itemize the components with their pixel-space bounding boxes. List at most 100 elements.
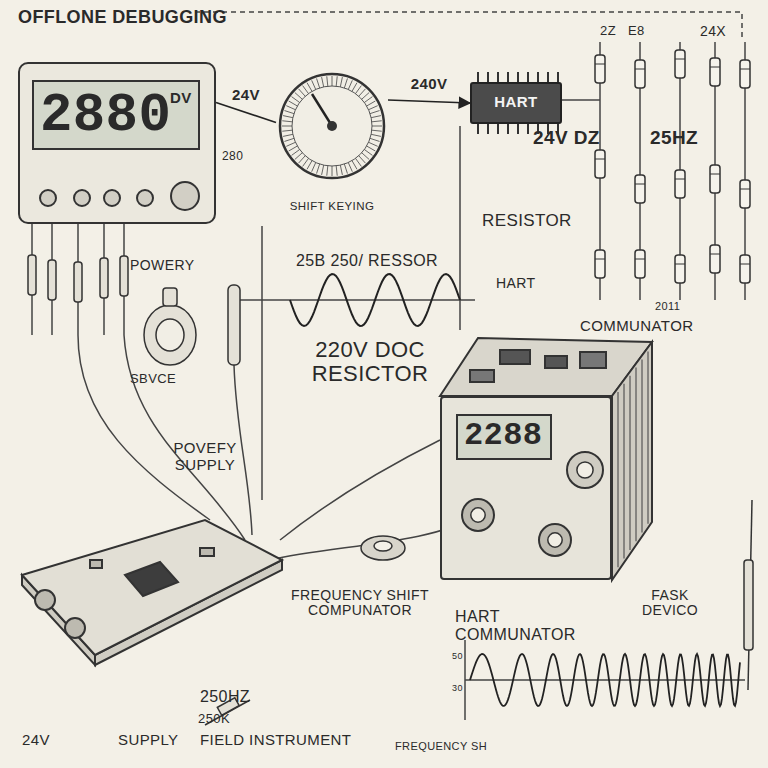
part-label: 280 — [222, 150, 262, 163]
gauge-tick — [364, 150, 372, 156]
part-label: RESISTOR — [482, 212, 602, 231]
gauge-tick — [372, 126, 382, 127]
gauge-tick — [299, 156, 306, 163]
gauge-dial: SHIFT KEYING — [276, 70, 388, 220]
hart-chip: HART — [470, 82, 562, 124]
resistor-symbol — [740, 60, 750, 88]
gauge-tick — [332, 76, 333, 86]
communicator-display: 2288 — [456, 414, 552, 460]
probe — [100, 258, 108, 298]
part-label: HART — [496, 276, 556, 291]
gauge-tick — [352, 161, 357, 170]
gauge-tick — [372, 121, 382, 122]
gauge-tick — [356, 86, 362, 94]
meter-button — [40, 190, 56, 206]
voltage-label: 24V — [216, 87, 276, 104]
hart-communicator: 2288 — [440, 396, 612, 580]
chip-pin — [537, 72, 539, 82]
bulb-device — [163, 288, 177, 306]
chip-pin — [497, 124, 499, 134]
resistor-band — [710, 254, 720, 255]
resistor-band — [675, 264, 685, 265]
gauge-tick — [292, 97, 300, 103]
diagram-title: OFFLONE DEBUGGING — [18, 8, 278, 28]
resistor-symbol — [740, 255, 750, 283]
gauge-tick — [370, 138, 380, 141]
resistor-symbol — [675, 255, 685, 283]
heat-sink-fin — [635, 368, 636, 542]
gauge-tick — [344, 164, 347, 174]
voltage-label: 240V — [399, 76, 459, 93]
chip-pin — [527, 124, 529, 134]
board-chip — [125, 562, 178, 596]
meter-button — [137, 190, 153, 206]
gauge-tick — [286, 106, 295, 110]
gauge-tick — [284, 138, 294, 141]
gauge-tick — [370, 111, 380, 114]
gauge-tick — [317, 164, 320, 174]
gauge-tick — [282, 126, 292, 127]
gauge-tick — [327, 166, 328, 176]
gauge-tick — [371, 116, 381, 118]
meter-button — [171, 182, 199, 210]
resistor-band — [635, 184, 645, 185]
heat-sink-fin — [623, 384, 624, 559]
chip-pin — [517, 72, 519, 82]
part-label: 250K — [198, 712, 248, 726]
ferrite-ring — [374, 541, 392, 551]
housing-chip — [545, 356, 567, 368]
resistor-band — [675, 59, 685, 60]
housing-chip — [580, 352, 606, 368]
heat-sink-fin — [641, 360, 642, 533]
fsk-waveform — [290, 274, 460, 326]
part-label: COMMUNATOR — [580, 318, 730, 335]
field-instrument-board — [22, 520, 282, 665]
gauge-tick — [362, 153, 369, 160]
communicator-knob — [471, 508, 485, 522]
resistor-symbol — [595, 250, 605, 278]
communicator-knob — [548, 533, 562, 547]
part-label: 2011 — [655, 300, 695, 312]
gauge-tick — [283, 134, 293, 136]
gauge-tick — [299, 89, 306, 96]
gauge-face — [280, 74, 384, 178]
frequency-waveform — [470, 654, 740, 706]
probe — [74, 262, 82, 302]
resistor-symbol — [740, 180, 750, 208]
probe — [28, 255, 36, 295]
gauge-tick — [303, 158, 309, 166]
gauge-tick — [372, 130, 382, 131]
gauge-tick — [352, 83, 357, 92]
gauge-tick — [348, 80, 352, 89]
multimeter: 2880DV — [18, 62, 216, 224]
gauge-tick — [340, 77, 342, 87]
chip-label: HART — [472, 94, 560, 111]
gauge-tick — [369, 106, 378, 110]
signal-axis — [230, 299, 475, 301]
gauge-tick — [286, 142, 295, 146]
resistor-band — [710, 174, 720, 175]
gauge-tick — [295, 153, 302, 160]
board-jack — [65, 618, 85, 638]
resistor-band — [740, 189, 750, 190]
gauge-tick — [359, 156, 366, 163]
housing-chip — [470, 370, 494, 382]
gauge-tick — [322, 165, 324, 175]
test-probe — [744, 560, 753, 650]
gauge-tick — [327, 76, 328, 86]
part-label: SUPPLY — [118, 732, 198, 749]
communicator-knob — [567, 452, 603, 488]
gauge-tick — [303, 86, 309, 94]
housing-side — [612, 342, 652, 580]
gauge-needle — [312, 94, 332, 126]
cable — [280, 440, 440, 540]
part-label: 25HZ — [650, 128, 720, 149]
communicator-housing — [440, 338, 652, 580]
wire — [261, 226, 263, 500]
resistor-band — [740, 264, 750, 265]
circuit-board — [22, 520, 282, 655]
resistor-band — [710, 67, 720, 68]
